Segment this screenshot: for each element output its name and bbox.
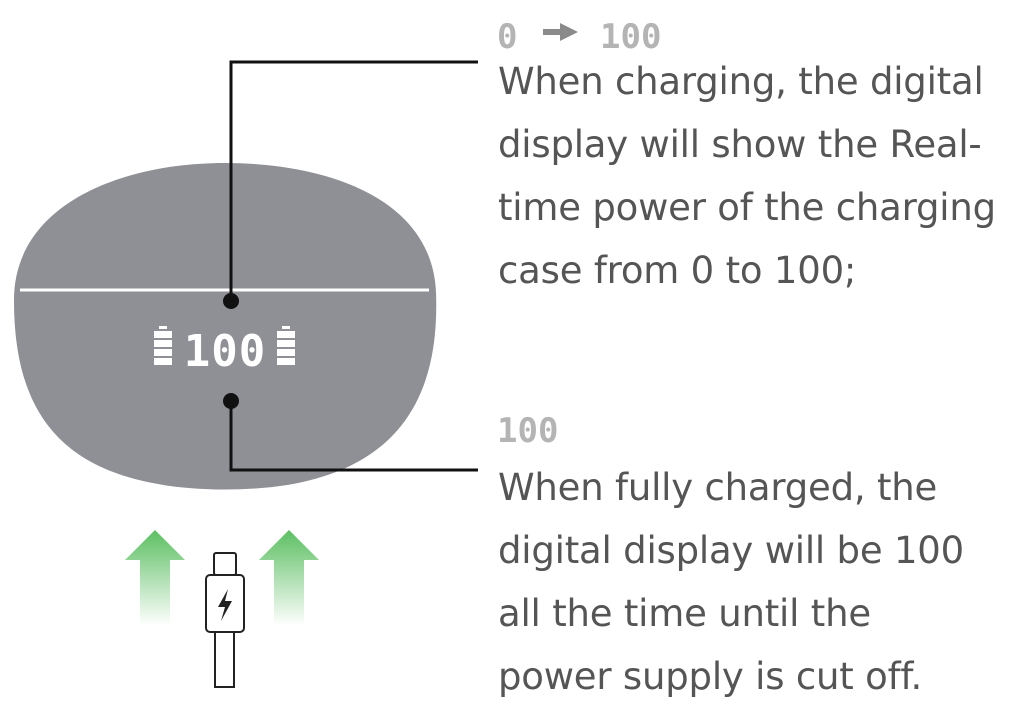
lightning-bolt-icon bbox=[218, 589, 232, 621]
full-charge-segment: 100 bbox=[497, 411, 558, 451]
battery-icon bbox=[277, 326, 295, 365]
arrow-up-icon bbox=[125, 530, 185, 626]
leader-line-full bbox=[229, 401, 478, 472]
leader-dot-full bbox=[223, 393, 239, 409]
charging-description: When charging, the digital display will … bbox=[498, 60, 996, 292]
leader-line-charging bbox=[229, 60, 478, 301]
case-digital-display: 100 bbox=[184, 326, 266, 377]
range-end-segment: 100 bbox=[600, 17, 661, 57]
leader-dot-charging bbox=[223, 293, 239, 309]
charging-case bbox=[14, 163, 437, 490]
battery-icon bbox=[154, 326, 172, 365]
usb-cable-icon bbox=[205, 552, 245, 688]
full-charge-description: When fully charged, the digital display … bbox=[498, 466, 964, 698]
arrow-right-icon bbox=[543, 23, 578, 41]
arrow-up-icon bbox=[259, 530, 319, 626]
range-start-segment: 0 bbox=[497, 17, 517, 57]
